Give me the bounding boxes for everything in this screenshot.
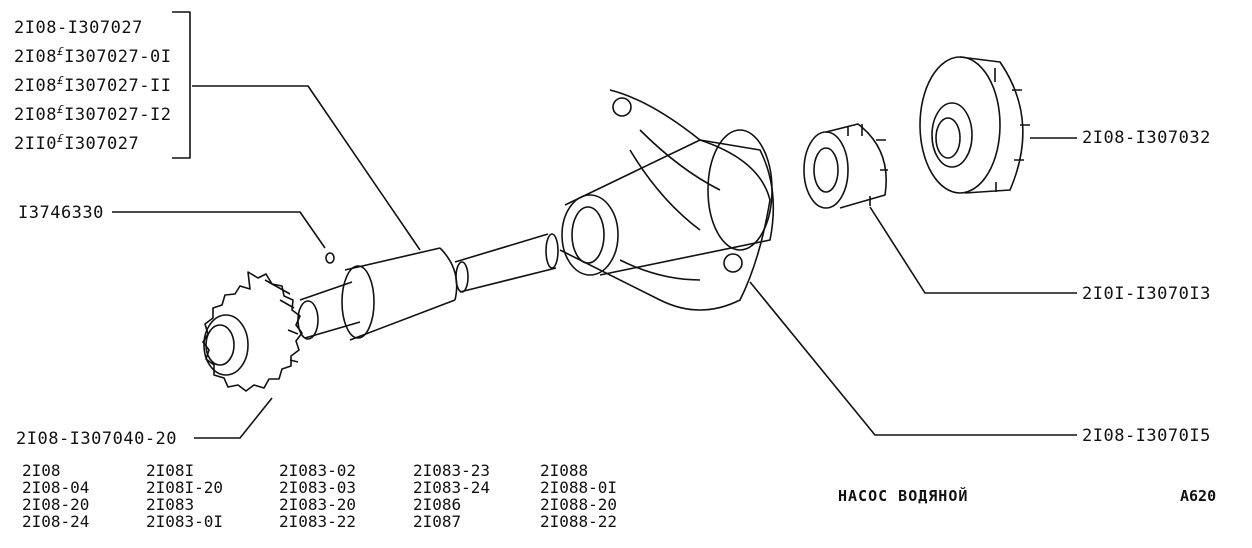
part-number-shaft-4: 2I08£I307027-I2 bbox=[14, 103, 172, 126]
part-number-superscript: £ bbox=[56, 103, 65, 116]
model-code: 2I08I-20 bbox=[146, 478, 224, 497]
leader-bearing bbox=[869, 206, 1077, 294]
leader-housing bbox=[749, 281, 1077, 436]
sheet-number: A620 bbox=[1180, 487, 1217, 505]
part-number-bearing: 2I0I-I3070I3 bbox=[1082, 284, 1211, 304]
model-code: 2I083 bbox=[146, 495, 195, 514]
model-code: 2I083-24 bbox=[413, 478, 491, 497]
part-number-text: I307027-0I bbox=[64, 47, 172, 67]
part-number-text: I307027-I2 bbox=[64, 105, 172, 125]
model-code: 2I088-22 bbox=[540, 512, 618, 531]
gear bbox=[202, 271, 303, 392]
model-code: 2I083-22 bbox=[279, 512, 357, 531]
part-number-text: 2II0 bbox=[14, 134, 57, 154]
pump-housing bbox=[559, 89, 775, 311]
model-code: 2I088 bbox=[540, 461, 589, 480]
model-code: 2I08I bbox=[146, 461, 195, 480]
part-number-shaft-2: 2I08£I307027-0I bbox=[14, 45, 172, 68]
model-code: 2I083-23 bbox=[413, 461, 491, 480]
shaft bbox=[297, 233, 559, 341]
leader-pin bbox=[112, 211, 326, 249]
pulley-hub bbox=[919, 56, 1030, 194]
model-code: 2I083-03 bbox=[279, 478, 357, 497]
model-code: 2I087 bbox=[413, 512, 462, 531]
model-code: 2I088-20 bbox=[540, 495, 618, 514]
part-number-cover: 2I08-I307032 bbox=[1082, 128, 1211, 148]
leader-shaft bbox=[192, 85, 421, 251]
model-column-1: 2I08 2I08-04 2I08-20 2I08-24 bbox=[22, 462, 89, 530]
model-code: 2I08 bbox=[22, 461, 61, 480]
model-column-4: 2I083-23 2I083-24 2I086 2I087 bbox=[413, 462, 490, 530]
model-code: 2I08-24 bbox=[22, 512, 90, 531]
model-column-5: 2I088 2I088-0I 2I088-20 2I088-22 bbox=[540, 462, 617, 530]
model-column-2: 2I08I 2I08I-20 2I083 2I083-0I bbox=[146, 462, 223, 530]
part-number-gear: 2I08-I307040-20 bbox=[16, 429, 178, 449]
seal-bearing bbox=[803, 123, 888, 209]
label-bracket bbox=[172, 11, 191, 159]
part-number-text: I307027 bbox=[64, 134, 140, 154]
part-number-pin: I3746330 bbox=[18, 203, 104, 223]
part-number-shaft-3: 2I08£I307027-II bbox=[14, 74, 172, 97]
part-number-text: 2I08 bbox=[14, 76, 57, 96]
part-number-shaft-5: 2II0£I307027 bbox=[14, 132, 140, 155]
part-number-text: 2I08 bbox=[14, 47, 57, 67]
part-number-text: 2I08-I307027 bbox=[14, 18, 143, 38]
leader-gear bbox=[194, 397, 273, 439]
model-code: 2I086 bbox=[413, 495, 462, 514]
part-number-housing: 2I08-I3070I5 bbox=[1082, 426, 1211, 446]
part-number-text: 2I08 bbox=[14, 105, 57, 125]
model-code: 2I083-20 bbox=[279, 495, 357, 514]
part-number-superscript: £ bbox=[56, 132, 65, 145]
model-code: 2I083-02 bbox=[279, 461, 357, 480]
model-code: 2I083-0I bbox=[146, 512, 224, 531]
part-number-shaft-1: 2I08-I307027 bbox=[14, 19, 143, 37]
model-column-3: 2I083-02 2I083-03 2I083-20 2I083-22 bbox=[279, 462, 356, 530]
diagram-title: НАСОС ВОДЯНОЙ bbox=[838, 487, 969, 505]
model-code: 2I088-0I bbox=[540, 478, 618, 497]
part-number-superscript: £ bbox=[56, 74, 65, 87]
model-code: 2I08-20 bbox=[22, 495, 90, 514]
model-code: 2I08-04 bbox=[22, 478, 90, 497]
part-number-text: I307027-II bbox=[64, 76, 172, 96]
part-number-superscript: £ bbox=[56, 45, 65, 58]
